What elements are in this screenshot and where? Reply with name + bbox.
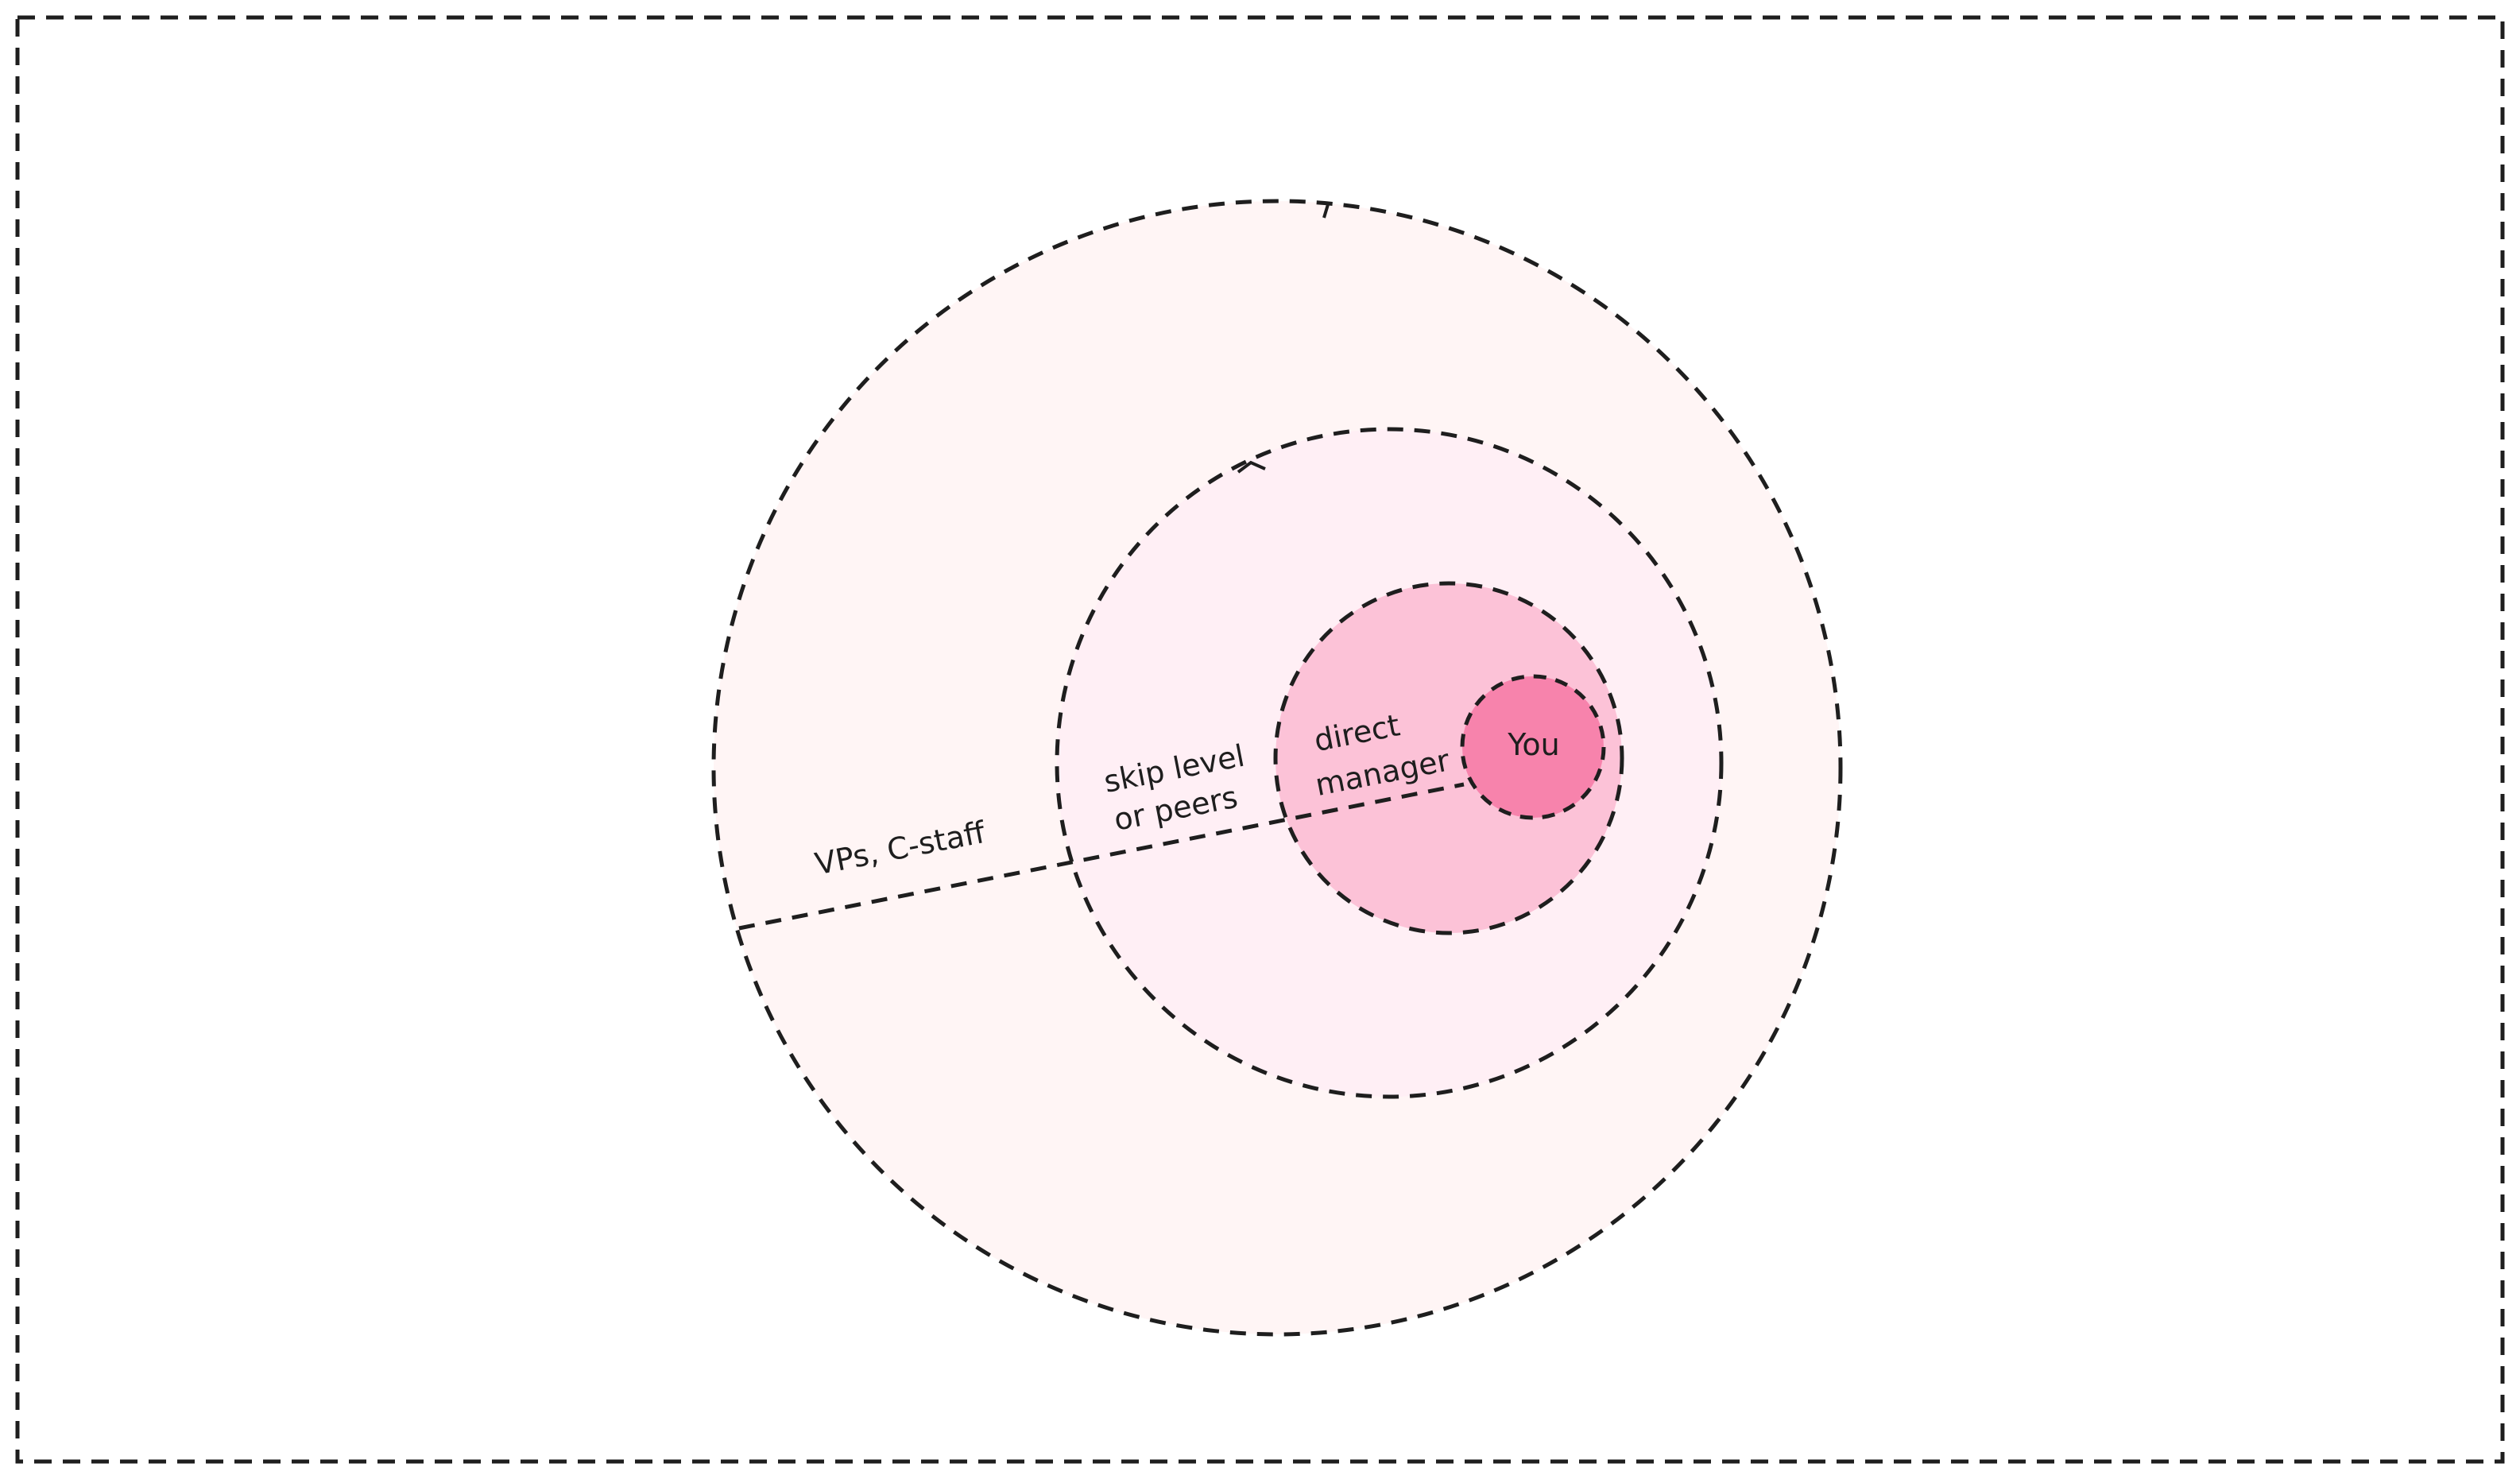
- tick-mark-outer: [1322, 201, 1330, 219]
- tick-mark-middle: [1237, 460, 1266, 474]
- radius-line: [738, 782, 1465, 931]
- frame-border: [15, 15, 2505, 1464]
- ring-inner[interactable]: [1273, 581, 1624, 935]
- label-you: You: [1507, 727, 1560, 762]
- ring-core[interactable]: [1460, 674, 1606, 820]
